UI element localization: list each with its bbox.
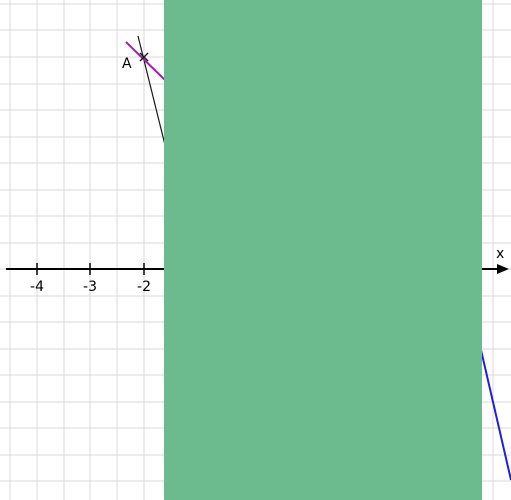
x-axis-label: x [496,246,504,262]
blue-line[interactable] [480,349,511,481]
overlay-panel [164,0,482,500]
x-axis-arrow-icon [497,264,509,274]
x-tick-label: -4 [30,279,44,295]
black-line[interactable] [137,35,166,146]
point-a-cross-icon [139,52,149,62]
purple-line[interactable] [125,41,166,81]
point-a[interactable]: A [122,52,149,72]
x-tick-label: -2 [137,279,151,295]
x-tick-label: -3 [83,279,97,295]
point-a-label: A [122,56,132,72]
